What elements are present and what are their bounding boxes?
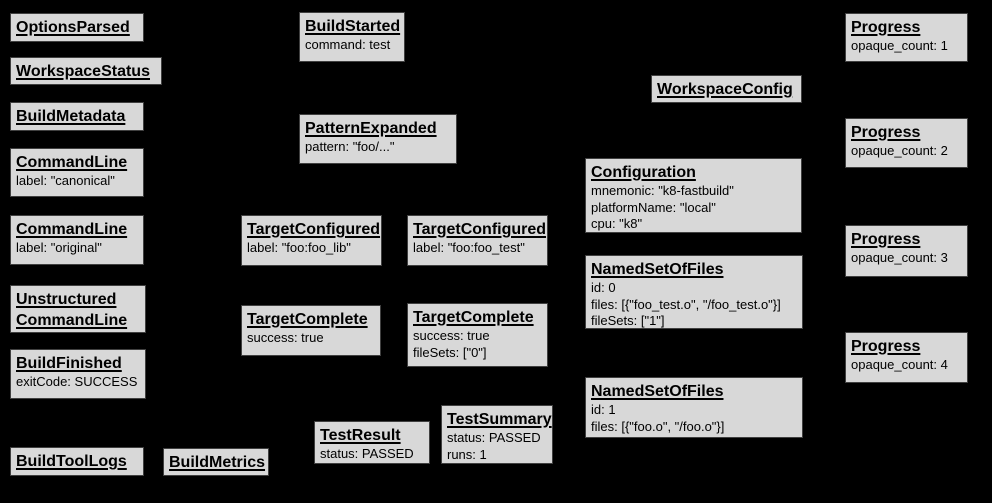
node-progress-1: Progress opaque_count: 1 bbox=[845, 13, 968, 62]
node-title: TargetComplete bbox=[247, 311, 368, 328]
node-progress-2: Progress opaque_count: 2 bbox=[845, 118, 968, 168]
node-field: success: true bbox=[413, 328, 490, 343]
node-configuration: Configuration mnemonic: "k8-fastbuild" p… bbox=[585, 158, 802, 233]
node-field: exitCode: SUCCESS bbox=[16, 374, 138, 389]
node-target-configured-foo-lib: TargetConfigured label: "foo:foo_lib" bbox=[241, 215, 382, 266]
node-target-configured-foo-test: TargetConfigured label: "foo:foo_test" bbox=[407, 215, 548, 266]
node-options-parsed: OptionsParsed bbox=[10, 13, 144, 42]
node-build-tool-logs: BuildToolLogs bbox=[10, 447, 144, 476]
node-title: TestResult bbox=[320, 427, 401, 444]
node-title: Progress bbox=[851, 124, 921, 141]
node-title: Progress bbox=[851, 19, 921, 36]
node-title: TargetConfigured bbox=[247, 221, 381, 238]
node-field: command: test bbox=[305, 37, 391, 52]
node-command-line-original: CommandLine label: "original" bbox=[10, 215, 144, 265]
node-field: opaque_count: 4 bbox=[851, 357, 948, 372]
node-build-started: BuildStarted command: test bbox=[299, 12, 405, 62]
node-named-set-of-files-1: NamedSetOfFiles id: 1 files: [{"foo.o", … bbox=[585, 377, 803, 438]
node-target-complete-foo-lib: TargetComplete success: true bbox=[241, 305, 381, 356]
node-field: mnemonic: "k8-fastbuild" bbox=[591, 183, 734, 198]
node-field: label: "foo:foo_test" bbox=[413, 240, 525, 255]
node-progress-3: Progress opaque_count: 3 bbox=[845, 225, 968, 277]
node-field: success: true bbox=[247, 330, 324, 345]
node-title: Progress bbox=[851, 231, 921, 248]
node-field: files: [{"foo.o", "/foo.o"}] bbox=[591, 418, 725, 434]
node-title: Progress bbox=[851, 338, 921, 355]
node-title: BuildStarted bbox=[305, 18, 401, 35]
node-build-metadata: BuildMetadata bbox=[10, 102, 144, 131]
node-title: TestSummary bbox=[447, 411, 552, 428]
node-field: opaque_count: 2 bbox=[851, 143, 948, 158]
node-field: platformName: "local" bbox=[591, 199, 716, 215]
node-field: status: PASSED bbox=[447, 430, 541, 445]
node-title: BuildMetrics bbox=[169, 454, 266, 471]
node-title: NamedSetOfFiles bbox=[591, 383, 724, 400]
node-title: WorkspaceStatus bbox=[16, 63, 150, 80]
node-pattern-expanded: PatternExpanded pattern: "foo/..." bbox=[299, 114, 457, 164]
node-title: WorkspaceConfig bbox=[657, 81, 793, 98]
node-progress-4: Progress opaque_count: 4 bbox=[845, 332, 968, 383]
node-field: files: [{"foo_test.o", "/foo_test.o"}] bbox=[591, 296, 781, 312]
node-field: pattern: "foo/..." bbox=[305, 139, 395, 154]
node-test-result: TestResult status: PASSED bbox=[314, 421, 430, 464]
node-title: OptionsParsed bbox=[16, 19, 130, 36]
node-field: fileSets: ["1"] bbox=[591, 313, 665, 328]
node-title: Unstructured CommandLine bbox=[16, 291, 128, 329]
node-field: label: "original" bbox=[16, 240, 102, 255]
node-build-finished: BuildFinished exitCode: SUCCESS bbox=[10, 349, 146, 399]
node-title: BuildFinished bbox=[16, 355, 122, 372]
node-title: TargetConfigured bbox=[413, 221, 547, 238]
node-field: cpu: "k8" bbox=[591, 216, 643, 231]
node-build-metrics: BuildMetrics bbox=[163, 448, 269, 476]
node-command-line-canonical: CommandLine label: "canonical" bbox=[10, 148, 144, 197]
node-workspace-config: WorkspaceConfig bbox=[651, 75, 802, 103]
node-title: CommandLine bbox=[16, 154, 128, 171]
node-named-set-of-files-0: NamedSetOfFiles id: 0 files: [{"foo_test… bbox=[585, 255, 803, 329]
node-title: BuildToolLogs bbox=[16, 453, 127, 470]
node-field: label: "canonical" bbox=[16, 173, 115, 188]
node-title: PatternExpanded bbox=[305, 120, 437, 137]
node-target-complete-foo-test: TargetComplete success: true fileSets: [… bbox=[407, 303, 548, 367]
node-unstructured-command-line: Unstructured CommandLine bbox=[10, 285, 146, 333]
node-field: opaque_count: 3 bbox=[851, 250, 948, 265]
node-title: TargetComplete bbox=[413, 309, 534, 326]
node-field: id: 0 bbox=[591, 280, 616, 295]
node-title: Configuration bbox=[591, 164, 696, 181]
node-field: status: PASSED bbox=[320, 446, 414, 461]
node-field: opaque_count: 1 bbox=[851, 38, 948, 53]
node-field: fileSets: ["0"] bbox=[413, 344, 487, 360]
node-workspace-status: WorkspaceStatus bbox=[10, 57, 162, 85]
node-field: runs: 1 bbox=[447, 446, 487, 462]
node-title: BuildMetadata bbox=[16, 108, 126, 125]
node-field: label: "foo:foo_lib" bbox=[247, 240, 351, 255]
node-test-summary: TestSummary status: PASSED runs: 1 bbox=[441, 405, 553, 464]
node-title: NamedSetOfFiles bbox=[591, 261, 724, 278]
node-field: id: 1 bbox=[591, 402, 616, 417]
node-title: CommandLine bbox=[16, 221, 128, 238]
